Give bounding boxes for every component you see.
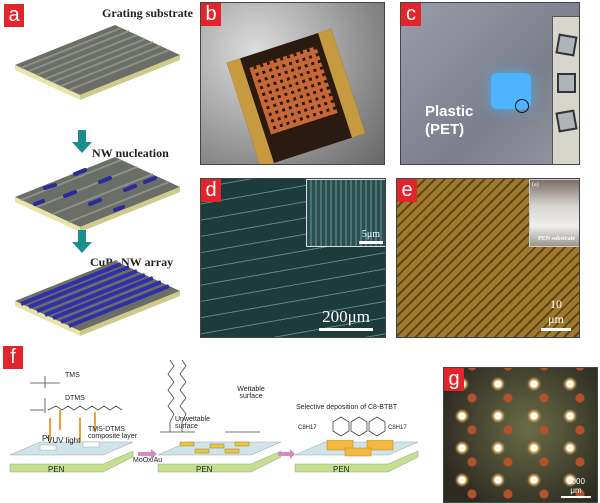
composite-layer-label: TMS-DTMS composite layer bbox=[88, 426, 138, 440]
step-nw-nucleation: NW nucleation bbox=[92, 146, 169, 160]
panel-label-c: c bbox=[401, 3, 421, 26]
pen-label-2: PEN bbox=[196, 465, 213, 474]
zoom-circle bbox=[515, 99, 529, 113]
inset-caption: PEN substrate bbox=[538, 236, 576, 242]
panel-label-f: f bbox=[3, 346, 23, 369]
vuv-arrows-icon bbox=[49, 410, 96, 442]
pi-label: PI bbox=[42, 434, 50, 443]
c8h17-left-label: C8H17 bbox=[298, 425, 317, 431]
scale-label: 10 μm bbox=[548, 297, 564, 326]
silane-chains bbox=[160, 360, 260, 433]
unwettable-surface-label: Unwettable surface bbox=[175, 416, 211, 430]
dtms-label: DTMS bbox=[65, 395, 85, 402]
panel-label-g: g bbox=[444, 368, 464, 391]
panel-d-micrograph: 5μm 200μm d bbox=[200, 178, 386, 338]
c8h17-right-label: C8H17 bbox=[388, 425, 407, 431]
panel-label-b: b bbox=[201, 3, 221, 26]
panel-label-e: e bbox=[397, 179, 417, 202]
process-schematic bbox=[9, 440, 419, 473]
wettable-surface-label: Wettable surface bbox=[237, 386, 265, 400]
down-arrow-icon bbox=[72, 230, 92, 253]
crystal-array bbox=[444, 368, 597, 502]
step-grating-substrate: Grating substrate bbox=[102, 6, 193, 20]
panel-c-photo: Plastic (PET) c bbox=[400, 2, 580, 165]
cupc-nw-array-illustration bbox=[15, 261, 180, 336]
plastic-label: Plastic bbox=[425, 103, 474, 120]
pen-label-3: PEN bbox=[333, 465, 350, 474]
down-arrow-icon bbox=[72, 130, 92, 153]
inset-scale-label: 5μm bbox=[361, 229, 381, 240]
panel-g-micrograph: 1000 μm g bbox=[443, 367, 598, 503]
panel-label-a: a bbox=[4, 4, 24, 27]
crystal-inset bbox=[552, 16, 579, 164]
inset-tag: (a) bbox=[532, 182, 539, 188]
panel-label-d: d bbox=[201, 179, 221, 202]
tms-dtms-structures: TMS DTMS bbox=[10, 368, 123, 438]
moox-au-label: MoOx/Au bbox=[133, 457, 163, 464]
scale-label: 1000 μm bbox=[567, 477, 585, 495]
tms-label: TMS bbox=[65, 372, 80, 379]
pen-substrate-inset: (a) PEN substrate bbox=[529, 179, 579, 247]
vuv-light-label: VUV light bbox=[47, 436, 81, 445]
selective-deposition-label: Selective deposition of C8-BTBT bbox=[296, 404, 398, 411]
grating-substrate-illustration bbox=[15, 25, 180, 100]
flexible-circuit bbox=[226, 28, 366, 164]
scale-label: 200μm bbox=[322, 307, 370, 326]
pet-label: (PET) bbox=[425, 121, 465, 138]
nw-nucleation-illustration bbox=[15, 157, 180, 232]
c8-btbt-structure bbox=[332, 416, 386, 437]
pen-label: PEN bbox=[48, 465, 65, 474]
panel-b-photo: b bbox=[200, 2, 385, 165]
inset-micrograph: 5μm bbox=[306, 179, 385, 247]
panel-e-micrograph: (a) PEN substrate 10 μm e bbox=[396, 178, 580, 338]
